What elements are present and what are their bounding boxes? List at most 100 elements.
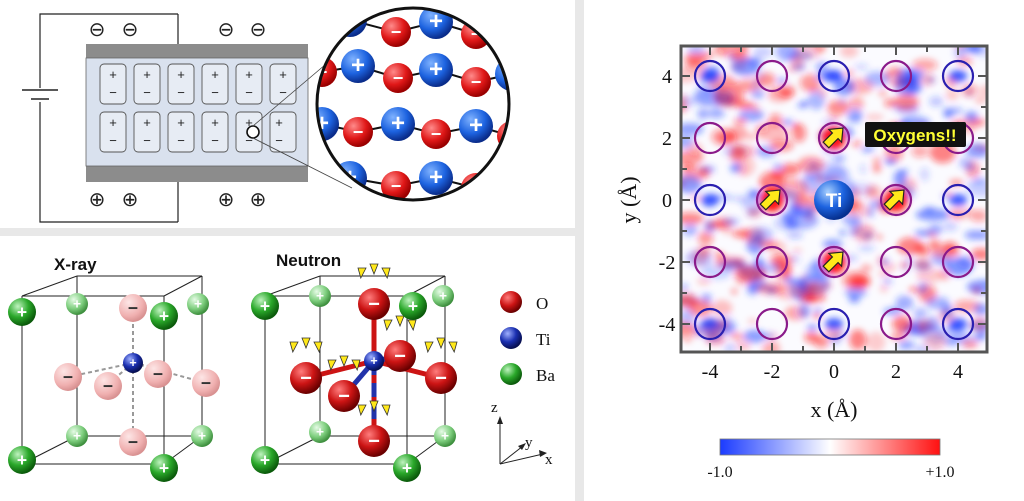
density-blob: [860, 264, 872, 272]
density-blob: [790, 254, 801, 264]
density-blob: [966, 279, 987, 295]
xray-label: X-ray: [54, 255, 97, 274]
density-blob: [917, 243, 928, 257]
density-blob: [757, 72, 776, 87]
o-atom-pale: [192, 369, 220, 397]
y-tick-labels: 420-2-4: [659, 66, 676, 336]
density-blob: [732, 229, 752, 238]
x-axis: [499, 453, 544, 465]
ba-atom-back: [432, 285, 454, 307]
ba-atom: [393, 454, 421, 482]
capacitor-panel: +−+−+−+−+−+−+−+−+−+−+−+− ⊖⊖⊖⊖ ⊕⊕⊕⊕ +−+−−…: [0, 0, 575, 228]
density-blob: [711, 300, 733, 317]
atom-ring: [817, 307, 851, 341]
ba-atom-sign: +: [17, 302, 27, 322]
density-blobs: [681, 46, 987, 352]
density-blob: [865, 185, 881, 199]
crystal-svg: X-ray Neutron ++++−−−−−−+++++ ++++−−−−−−…: [8, 251, 555, 482]
o-atom-sign: −: [435, 368, 447, 390]
o-atom-pale: [54, 363, 82, 391]
o-atom-pale-sign: −: [201, 373, 211, 393]
bottom-charge: ⊕: [218, 189, 235, 211]
density-blob: [791, 247, 803, 253]
bond-chain: [349, 176, 477, 189]
x-arrow: [539, 450, 547, 457]
bottom-charge: ⊕: [250, 189, 267, 211]
density-blob: [833, 154, 846, 162]
atom-ring: [879, 245, 913, 279]
anion-atom: [383, 63, 413, 93]
atom-ring: [817, 121, 851, 155]
x-tick-label: -4: [702, 361, 719, 383]
x-tick-label: 2: [891, 361, 901, 383]
dipole-cell: [167, 63, 195, 105]
cell-minus: −: [143, 85, 151, 100]
density-blob: [961, 83, 978, 98]
oxygen-arrows: [759, 127, 905, 273]
density-blob: [895, 295, 914, 311]
highlight-ray: [424, 341, 434, 354]
density-blob: [865, 113, 884, 121]
dipole-cell: [269, 111, 297, 153]
density-blob: [840, 46, 859, 58]
density-blob: [914, 229, 932, 238]
density-blob: [800, 100, 809, 107]
density-blob: [928, 224, 943, 236]
density-blob: [930, 233, 938, 239]
atom-ring: [817, 245, 851, 279]
x-tick-label: -2: [764, 361, 781, 383]
density-blob: [820, 89, 827, 98]
lattice-feature: [701, 318, 719, 330]
ba-atom: [8, 446, 36, 474]
density-blob: [882, 277, 893, 286]
density-blob: [969, 46, 987, 57]
lattice-feature: [825, 318, 843, 330]
cation-atom: [317, 107, 339, 141]
legend-ba-swatch: [500, 363, 522, 385]
density-blob: [786, 231, 803, 240]
density-blob: [774, 282, 800, 300]
ba-atom: [399, 292, 427, 320]
yellow-arrow: [822, 127, 844, 149]
legend-o-swatch: [500, 291, 522, 313]
top-plate: [86, 44, 308, 58]
o-atom-pale: [144, 360, 172, 388]
density-blob: [697, 108, 709, 120]
cell-minus: −: [143, 133, 151, 148]
density-blob: [805, 281, 826, 304]
o-atom-sign: −: [394, 346, 406, 368]
density-blob: [697, 231, 714, 246]
dipole-cell: [99, 63, 127, 105]
cube-edge: [21, 275, 78, 297]
density-blob: [791, 123, 807, 143]
y-tick-label: 4: [662, 66, 672, 88]
density-blob: [827, 100, 850, 115]
anion-atom: [381, 171, 411, 200]
top-charge: ⊖: [250, 19, 267, 41]
highlight-ray: [327, 359, 337, 372]
anion-sign: −: [353, 122, 364, 142]
highlighted-atom: [246, 125, 260, 139]
ba-atom-sign: +: [408, 296, 418, 316]
density-blob: [723, 342, 737, 352]
o-atom-pale-sign: −: [128, 432, 138, 452]
density-blob: [853, 223, 875, 242]
ti-atom: [814, 180, 854, 220]
highlight-ray: [351, 359, 361, 372]
ba-atom-back: [66, 293, 88, 315]
anion-atom: [343, 117, 373, 147]
cube-edge: [163, 275, 203, 297]
ba-atom-back: [191, 425, 213, 447]
o-atom-sign: −: [368, 431, 380, 453]
anion-atom: [497, 121, 509, 151]
density-blob: [897, 237, 923, 256]
yellow-arrow: [759, 189, 781, 211]
top-charge: ⊖: [89, 19, 106, 41]
ti-atom-sign: +: [370, 354, 377, 368]
density-blob: [681, 283, 688, 291]
density-blob: [777, 77, 787, 84]
dipole-cell: [269, 63, 297, 105]
density-blob: [846, 108, 863, 124]
